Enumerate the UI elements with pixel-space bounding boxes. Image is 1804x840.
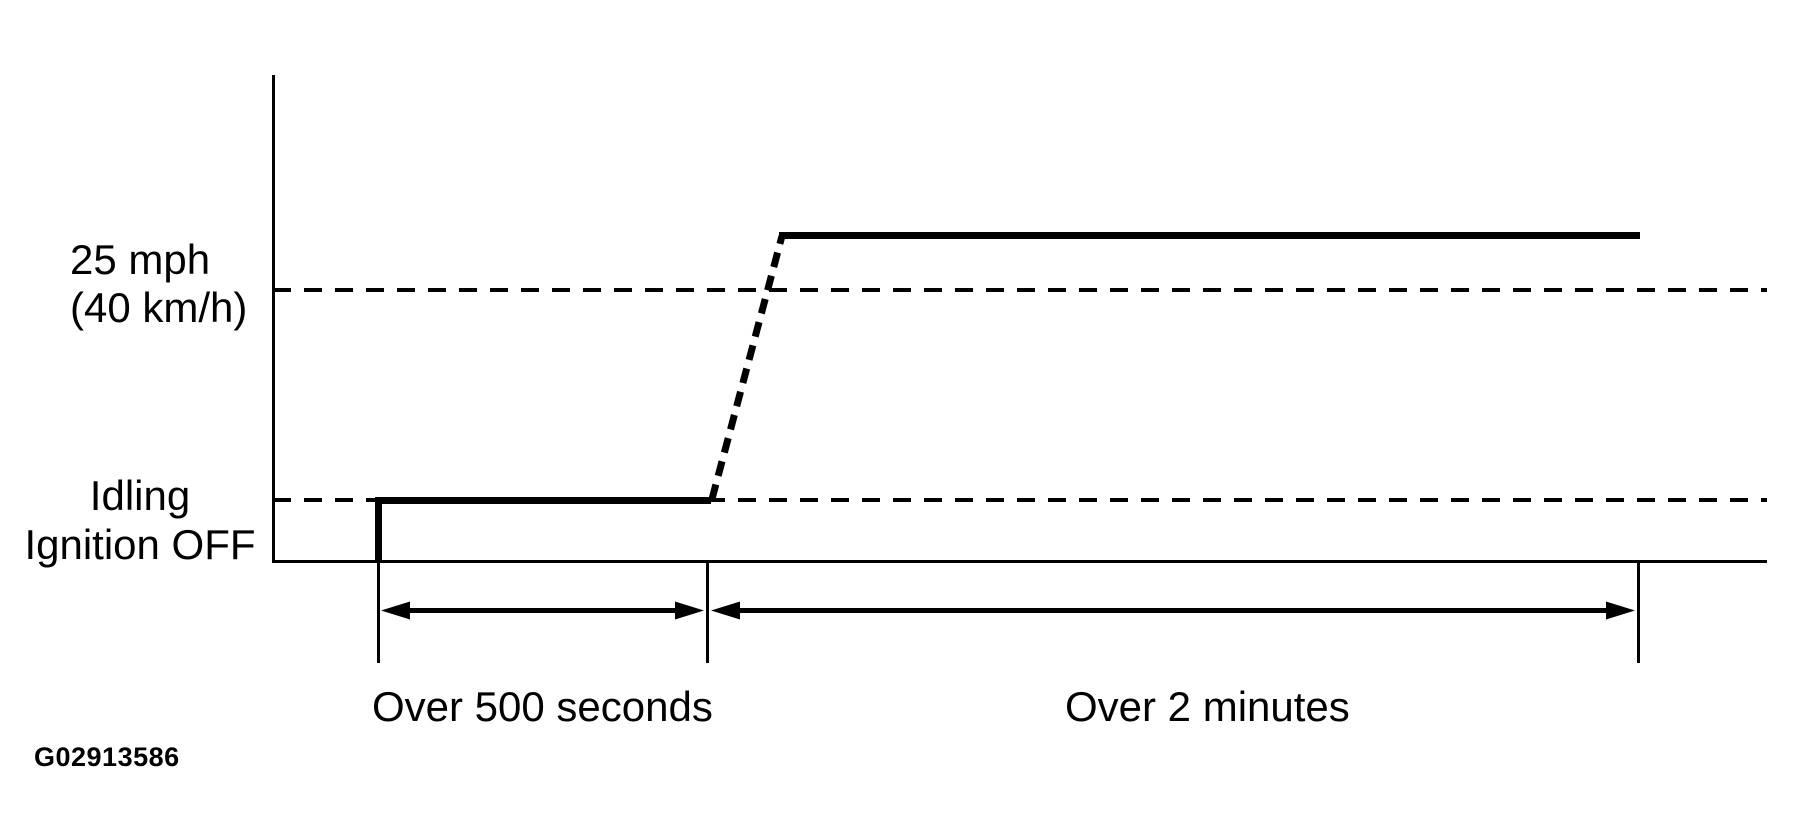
dimension-arrow-2-minutes (711, 601, 1635, 620)
duration-label-500-seconds: Over 500 seconds (372, 683, 713, 730)
dimension-arrow-500-seconds (381, 601, 704, 620)
arrowhead-left-icon (711, 601, 740, 620)
speed-level-label-mph: 25 mph (70, 236, 211, 283)
figure-code: G02913586 (34, 742, 180, 772)
speed-level-label: 25 mph (40 km/h) (70, 236, 247, 333)
arrowhead-right-icon (1606, 601, 1635, 620)
idling-label: Idling (89, 472, 191, 519)
ignition-off-label: Ignition OFF (24, 521, 256, 568)
profile-acceleration-dashed-segment (708, 235, 786, 500)
arrowhead-right-icon (675, 601, 704, 620)
arrowhead-left-icon (381, 601, 410, 620)
profile-idling-segment (375, 497, 711, 561)
speed-level-label-kmh: (40 km/h) (70, 284, 248, 332)
state-level-labels: Idling Ignition OFF (20, 471, 260, 569)
duration-label-2-minutes: Over 2 minutes (1065, 683, 1350, 730)
